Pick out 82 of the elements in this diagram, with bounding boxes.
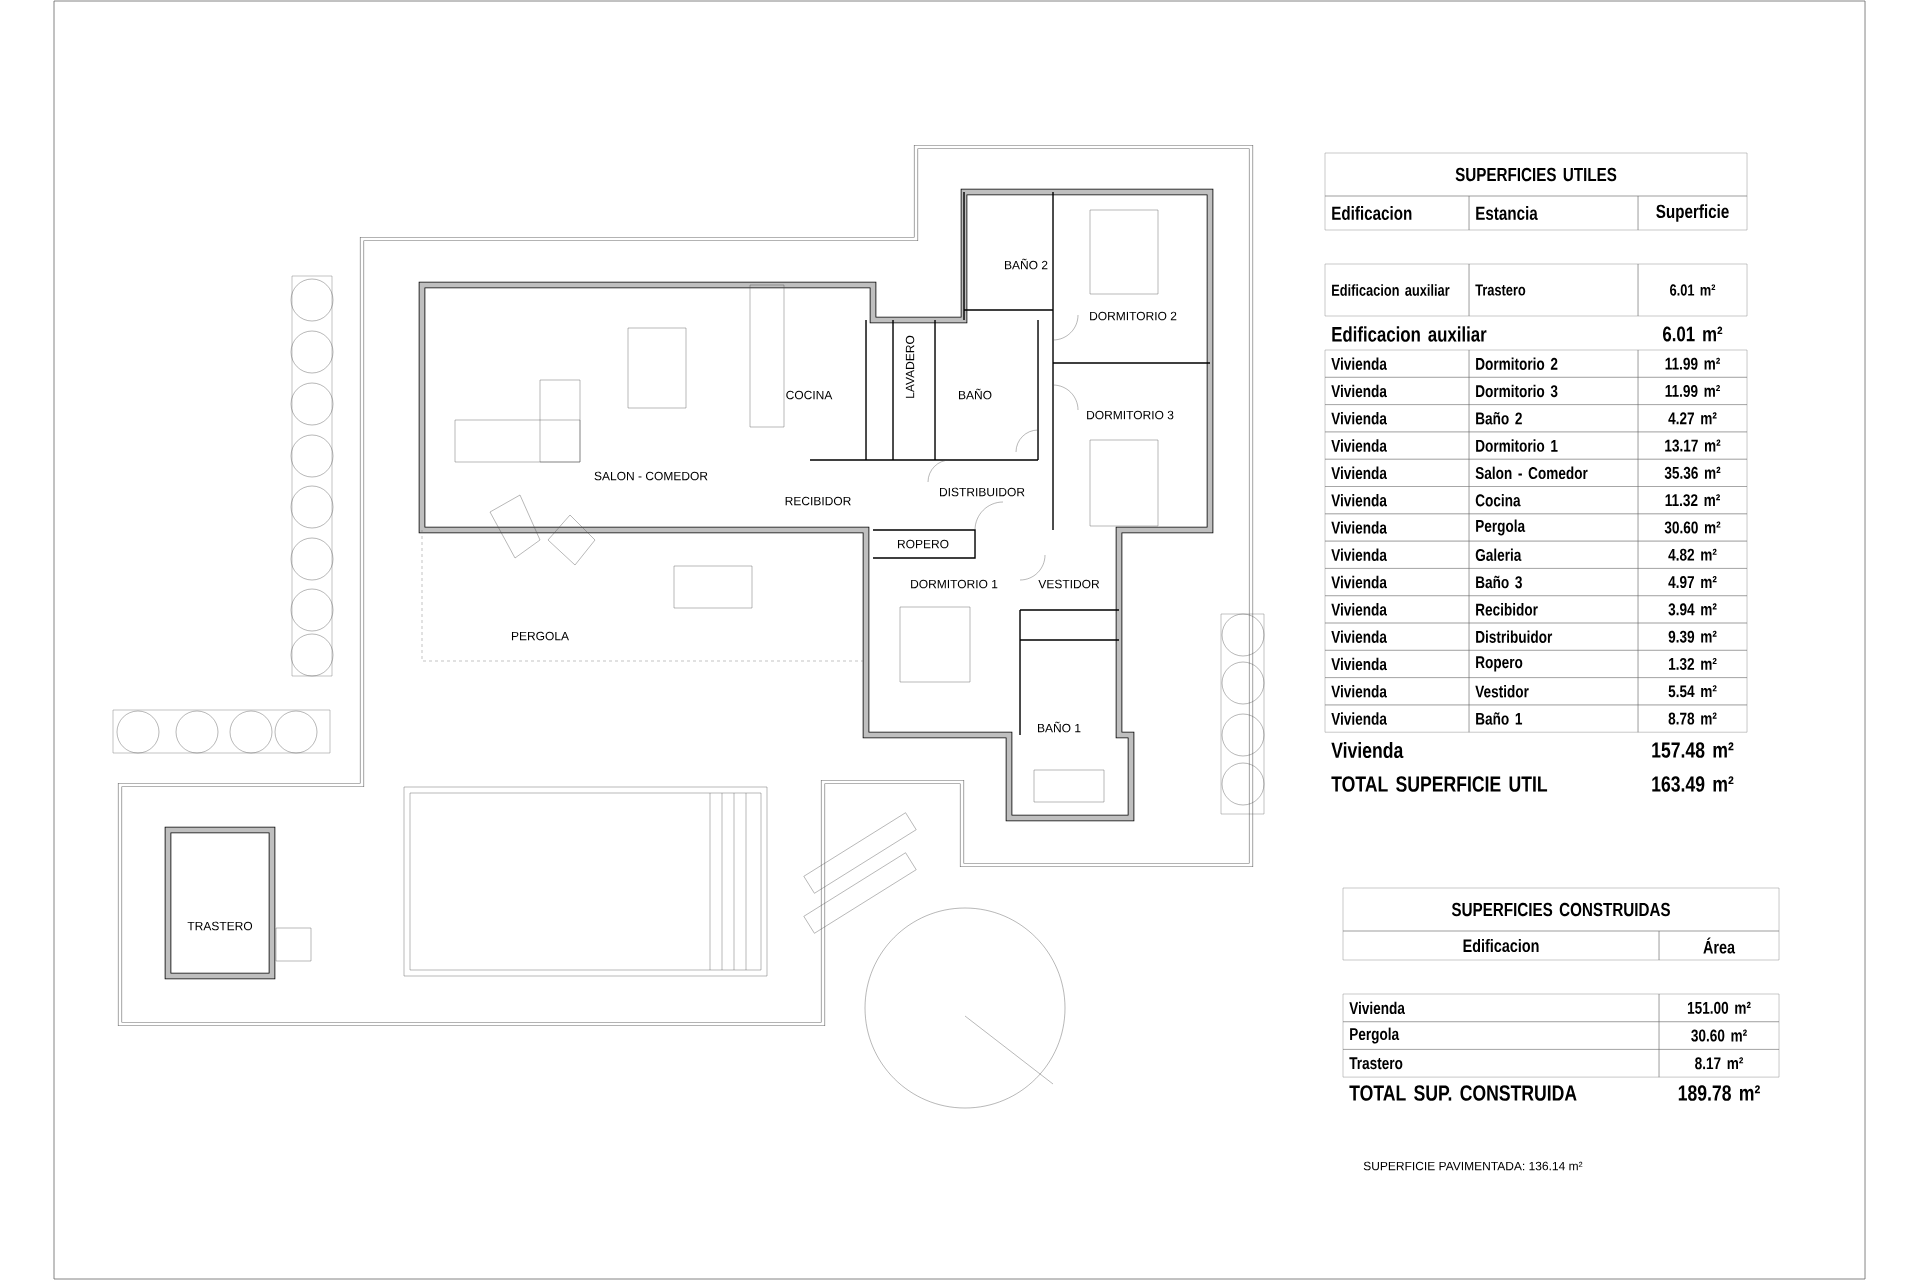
table-cell: Galeria xyxy=(1468,540,1639,569)
table-cell: Distribuidor xyxy=(1468,622,1639,651)
table-cell: 11.99 m² xyxy=(1637,377,1748,405)
note-text: SUPERFICIE PAVIMENTADA: 136.14 m² xyxy=(1363,1161,1583,1171)
table-cell: Vivienda xyxy=(1324,404,1470,433)
table-cell: Trastero xyxy=(1468,263,1639,317)
room-label: DORMITORIO 2 xyxy=(1090,311,1177,321)
room-label: BAÑO xyxy=(959,388,992,400)
table-cell: Vivienda xyxy=(1324,431,1470,460)
room-label: DISTRIBUIDOR xyxy=(940,487,1025,497)
table-cell: 13.17 m² xyxy=(1637,431,1748,460)
table-cell: 4.82 m² xyxy=(1637,540,1748,569)
table-header: Área xyxy=(1658,930,1780,961)
table-title: SUPERFICIES CONSTRUIDAS xyxy=(1342,887,1780,932)
table-cell: Dormitorio 2 xyxy=(1468,349,1639,378)
room-label: BAÑO 1 xyxy=(1038,721,1081,733)
table-cell: 9.39 m² xyxy=(1637,622,1748,651)
table-cell: Cocina xyxy=(1468,486,1639,514)
table-cell: Vivienda xyxy=(1324,622,1470,651)
table-cell: Vivienda xyxy=(1324,459,1470,487)
table-cell: 11.99 m² xyxy=(1637,349,1748,378)
table-cell: 35.36 m² xyxy=(1637,459,1748,487)
subtotal-value: 157.48 m² xyxy=(1652,742,1734,758)
table-cell: Vivienda xyxy=(1324,349,1470,378)
table-cell: Vivienda xyxy=(1342,993,1660,1022)
table-cell: Baño 2 xyxy=(1468,404,1639,433)
table-cell: Dormitorio 3 xyxy=(1468,377,1639,405)
table-cell: 30.60 m² xyxy=(1637,513,1748,542)
room-label: DORMITORIO 3 xyxy=(1087,410,1174,420)
room-label: DORMITORIO 1 xyxy=(911,579,998,589)
table-cell: Trastero xyxy=(1342,1049,1660,1078)
room-label: ROPERO xyxy=(898,539,949,549)
table-header: Edificacion xyxy=(1342,930,1660,961)
table-cell: 3.94 m² xyxy=(1637,595,1748,624)
table-header: Superficie xyxy=(1637,195,1748,231)
room-label: VESTIDOR xyxy=(1038,579,1100,589)
table-cell: Vivienda xyxy=(1324,540,1470,569)
table-cell: Vivienda xyxy=(1324,568,1470,596)
table-cell: Vivienda xyxy=(1324,377,1470,405)
table-header: Estancia xyxy=(1468,195,1639,231)
table-cell: Vivienda xyxy=(1324,513,1470,542)
table-cell: 8.78 m² xyxy=(1637,704,1748,733)
total-value: 163.49 m² xyxy=(1652,776,1734,792)
table-cell: Salon - Comedor xyxy=(1468,459,1639,487)
table-title: SUPERFICIES UTILES xyxy=(1324,152,1748,197)
table-cell: Pergola xyxy=(1342,1021,1660,1050)
table-cell: Ropero xyxy=(1468,650,1639,678)
table-cell: Pergola xyxy=(1468,513,1639,542)
room-label: TRASTERO xyxy=(187,921,253,931)
table-header: Edificacion xyxy=(1324,195,1470,231)
table-cell: Baño 1 xyxy=(1468,704,1639,733)
table-cell: Vivienda xyxy=(1324,704,1470,733)
table-cell: 151.00 m² xyxy=(1658,993,1780,1022)
table-cell: 6.01 m² xyxy=(1637,263,1748,317)
room-label: PERGOLA xyxy=(512,631,569,641)
subtotal-label: Edificacion auxiliar xyxy=(1332,326,1487,342)
total-label: TOTAL SUP. CONSTRUIDA xyxy=(1349,1085,1577,1101)
table-cell: Vestidor xyxy=(1468,677,1639,706)
table-cell: Baño 3 xyxy=(1468,568,1639,596)
total-value: 189.78 m² xyxy=(1678,1085,1760,1101)
table-cell: Vivienda xyxy=(1324,486,1470,514)
room-label: COCINA xyxy=(786,390,833,400)
total-label: TOTAL SUPERFICIE UTIL xyxy=(1331,776,1548,792)
table-cell: Dormitorio 1 xyxy=(1468,431,1639,460)
table-cell: 4.27 m² xyxy=(1637,404,1748,433)
table-cell: 4.97 m² xyxy=(1637,568,1748,596)
table-cell: 8.17 m² xyxy=(1658,1049,1780,1078)
subtotal-value: 6.01 m² xyxy=(1663,326,1723,342)
subtotal-label: Vivienda xyxy=(1331,741,1404,759)
room-label: RECIBIDOR xyxy=(785,496,851,506)
table-cell: 30.60 m² xyxy=(1658,1021,1780,1050)
room-label: LAVADERO xyxy=(905,335,915,398)
table-cell: Recibidor xyxy=(1468,595,1639,624)
table-cell: 11.32 m² xyxy=(1637,486,1748,514)
table-cell: 1.32 m² xyxy=(1637,650,1748,678)
room-label: BAÑO 2 xyxy=(1005,258,1048,270)
table-cell: Vivienda xyxy=(1324,677,1470,706)
table-cell: Edificacion auxiliar xyxy=(1324,263,1470,317)
table-cell: 5.54 m² xyxy=(1637,677,1748,706)
room-label: SALON - COMEDOR xyxy=(594,471,708,481)
table-cell: Vivienda xyxy=(1324,650,1470,678)
table-cell: Vivienda xyxy=(1324,595,1470,624)
